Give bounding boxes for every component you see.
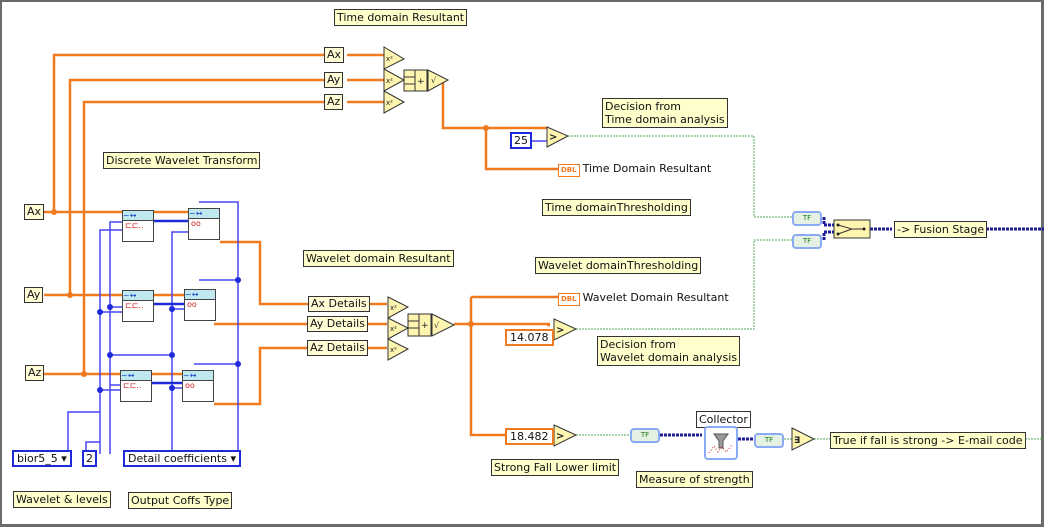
svg-text:>: > — [549, 132, 557, 143]
input-az[interactable]: Az — [25, 365, 45, 381]
wire-ax-time — [52, 53, 324, 212]
svg-text:x²: x² — [386, 55, 393, 63]
label-strong-fall-lower-limit: Strong Fall Lower limit — [491, 459, 620, 476]
glasses-icon: oo — [187, 300, 197, 309]
svg-text:+: + — [421, 321, 429, 331]
glasses-icon: oo — [191, 219, 201, 228]
tree-icon: ⊏⊏.. — [125, 221, 144, 230]
svg-text:∃: ∃ — [794, 436, 800, 446]
label-decision-wavelet: Decision from Wavelet domain analysis — [597, 336, 741, 366]
label-collector: Collector — [696, 411, 751, 428]
coeff-vi-ax[interactable]: ~↔oo — [188, 208, 220, 240]
dbl-terminal-icon: DBL — [558, 164, 580, 177]
wire-ay-time — [68, 78, 324, 295]
wave-icon: ~↔ — [183, 371, 213, 381]
svg-text:x²: x² — [386, 99, 393, 107]
square-op-ayd — [387, 317, 410, 340]
wire-az-time — [82, 100, 324, 374]
wave-icon: ~↔ — [185, 290, 215, 300]
dwt-vi-az[interactable]: ~↔⊏⊏.. — [120, 370, 152, 402]
label-dwt: Discrete Wavelet Transform — [103, 152, 261, 169]
node-ax[interactable]: Ax — [324, 47, 345, 63]
square-op-ay — [383, 68, 406, 92]
label-fusion-stage: -> Fusion Stage — [894, 221, 988, 238]
input-ay[interactable]: Ay — [24, 287, 44, 303]
greater-op-time — [546, 126, 570, 148]
dwt-vi-ax[interactable]: ~↔⊏⊏.. — [122, 210, 154, 242]
node-az[interactable]: Az — [324, 94, 344, 110]
svg-text:√: √ — [434, 321, 440, 330]
label-wavelet-domain-resultant: Wavelet domain Resultant — [303, 250, 454, 267]
from-dynamic[interactable]: TF — [754, 433, 784, 448]
collector-funnel-icon[interactable] — [704, 426, 738, 460]
const-wavelet-threshold[interactable]: 14.078 — [505, 329, 554, 346]
wave-icon: ~↔ — [121, 371, 151, 381]
square-op-az — [383, 90, 406, 114]
to-dynamic-wavelet[interactable]: TF — [792, 234, 822, 249]
coeff-vi-ay[interactable]: ~↔oo — [184, 289, 216, 321]
node-az-details[interactable]: Az Details — [307, 340, 368, 356]
sqrt-op-wavelet — [431, 313, 456, 337]
funnel-icon — [708, 433, 733, 454]
svg-text:x²: x² — [390, 325, 397, 333]
wavelet-type-ring[interactable]: bior5_5 ▾ — [12, 450, 72, 467]
svg-text:>: > — [556, 325, 564, 336]
node-ay[interactable]: Ay — [324, 72, 344, 88]
const-strong-fall-limit[interactable]: 18.482 — [505, 428, 554, 445]
svg-text:>: > — [556, 431, 564, 442]
glasses-icon: oo — [185, 381, 195, 390]
label-wavelet-levels: Wavelet & levels — [13, 491, 111, 508]
input-ax[interactable]: Ax — [24, 204, 45, 220]
to-dynamic-time[interactable]: TF — [792, 211, 822, 226]
svg-text:x²: x² — [390, 346, 397, 354]
wave-icon: ~↔ — [123, 211, 153, 221]
label-output-coffs-type: Output Coffs Type — [128, 492, 233, 509]
tree-icon: ⊏⊏.. — [123, 381, 142, 390]
square-op-ax — [383, 46, 406, 70]
wave-icon: ~↔ — [189, 209, 219, 219]
coeff-vi-az[interactable]: ~↔oo — [182, 370, 214, 402]
svg-text:x²: x² — [390, 304, 397, 312]
to-dynamic-strong[interactable]: TF — [630, 428, 660, 443]
indicator-label: Wavelet Domain Resultant — [582, 291, 729, 304]
node-ax-details[interactable]: Ax Details — [308, 296, 370, 312]
bool-convert-op — [791, 427, 816, 451]
svg-text:x²: x² — [386, 77, 393, 85]
label-time-domain-resultant: Time domain Resultant — [334, 9, 468, 26]
node-ay-details[interactable]: Ay Details — [307, 316, 368, 332]
wave-icon: ~↔ — [123, 291, 153, 301]
label-wavelet-thresholding: Wavelet domainThresholding — [535, 257, 702, 274]
greater-op-wavelet — [553, 318, 578, 341]
greater-op-strong — [553, 424, 578, 447]
label-email-code: True if fall is strong -> E-mail code — [830, 432, 1026, 449]
svg-text:√: √ — [431, 76, 437, 85]
square-op-azd — [387, 338, 410, 361]
label-time-thresholding: Time domainThresholding — [542, 199, 691, 216]
const-levels[interactable]: 2 — [82, 450, 97, 467]
label-decision-time: Decision from Time domain analysis — [602, 98, 728, 128]
indicator-label: Time Domain Resultant — [582, 162, 712, 175]
tree-icon: ⊏⊏.. — [125, 301, 144, 310]
output-type-ring[interactable]: Detail coefficients ▾ — [123, 450, 241, 467]
label-measure-of-strength: Measure of strength — [636, 471, 753, 488]
square-op-axd — [387, 296, 410, 319]
sqrt-op — [427, 69, 450, 92]
dbl-terminal-icon: DBL — [558, 293, 580, 306]
svg-text:+: + — [417, 77, 425, 87]
const-time-threshold[interactable]: 25 — [510, 132, 532, 149]
dwt-vi-ay[interactable]: ~↔⊏⊏.. — [122, 290, 154, 322]
